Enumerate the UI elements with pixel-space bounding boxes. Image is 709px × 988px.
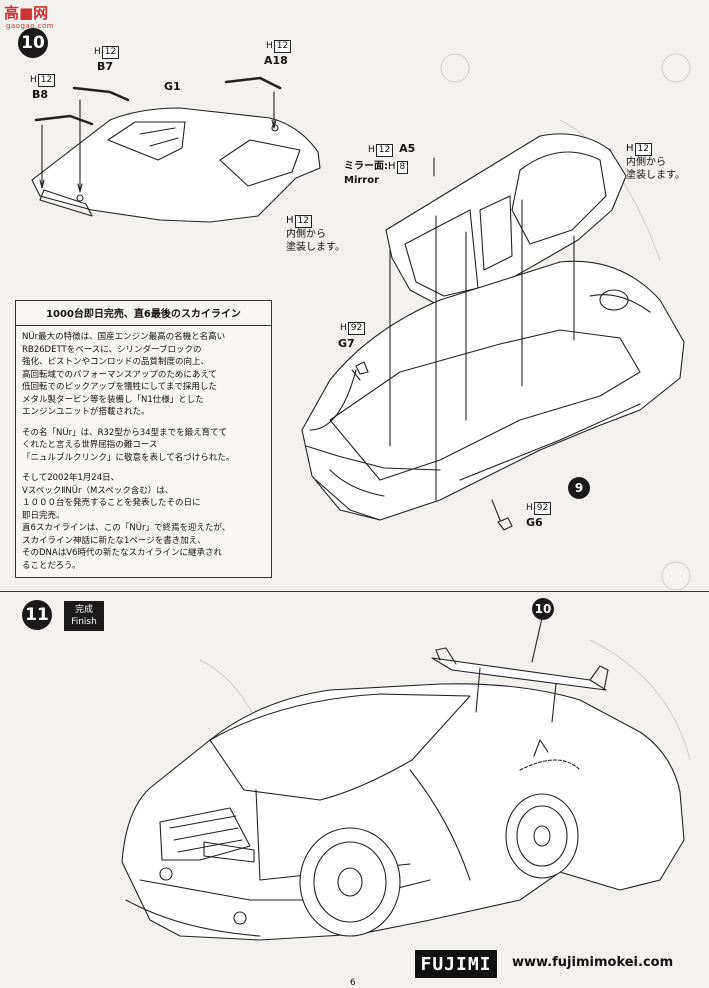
history-info-box: 1000台即日完売、直6最後のスカイライン NÜr最大の特徴は、国産エンジン最高… [15, 300, 272, 578]
info-paragraph-3: そして2002年1月24日、 VスペックⅡNÜr（Mスペック含む）は、 １０００… [22, 473, 231, 571]
roof-part-g1 [31, 107, 321, 223]
ref-step-9: 9 [568, 477, 590, 499]
watermark-logo: 高■网 gaogao.com [4, 2, 72, 30]
part-label-g6: G6 [526, 516, 543, 529]
part-label-b7: B7 [97, 60, 114, 73]
info-paragraph-2: その名「NÜr」は、R32型から34型までを鍛え育てて くれたと言える世界屈指の… [22, 427, 235, 463]
part-g7 [355, 361, 369, 375]
watermark-sub: gaogao.com [6, 22, 55, 30]
part-label-g1: G1 [164, 80, 181, 93]
body-shell-part [301, 260, 685, 521]
wiper-b7 [72, 86, 130, 102]
website-url[interactable]: www.fujimimokei.com [512, 955, 674, 970]
step-number-10: 10 [18, 28, 48, 58]
watermark-text: 高■网 [4, 4, 49, 22]
part-label-a18: A18 [264, 54, 288, 67]
fujimi-logo: FUJIMI [415, 950, 497, 978]
info-title: 1000台即日完売、直6最後のスカイライン [16, 301, 271, 326]
part-label-b8: B8 [32, 88, 49, 101]
part-label-a5: A5 [399, 142, 416, 155]
part-g6 [497, 517, 513, 531]
finish-badge: 完成 Finish [64, 601, 104, 631]
section-divider [0, 591, 709, 592]
finished-car [121, 647, 685, 941]
step-number-11: 11 [22, 600, 52, 630]
part-label-g7: G7 [338, 337, 355, 350]
info-paragraph-1: NÜr最大の特徴は、国産エンジン最高の名機と名高い RB26DETTをベースに、… [22, 332, 226, 417]
wiper-a18 [224, 76, 282, 90]
page-number: 6 [350, 978, 356, 988]
wiper-b8 [34, 114, 94, 126]
ref-step-10: 10 [532, 598, 554, 620]
